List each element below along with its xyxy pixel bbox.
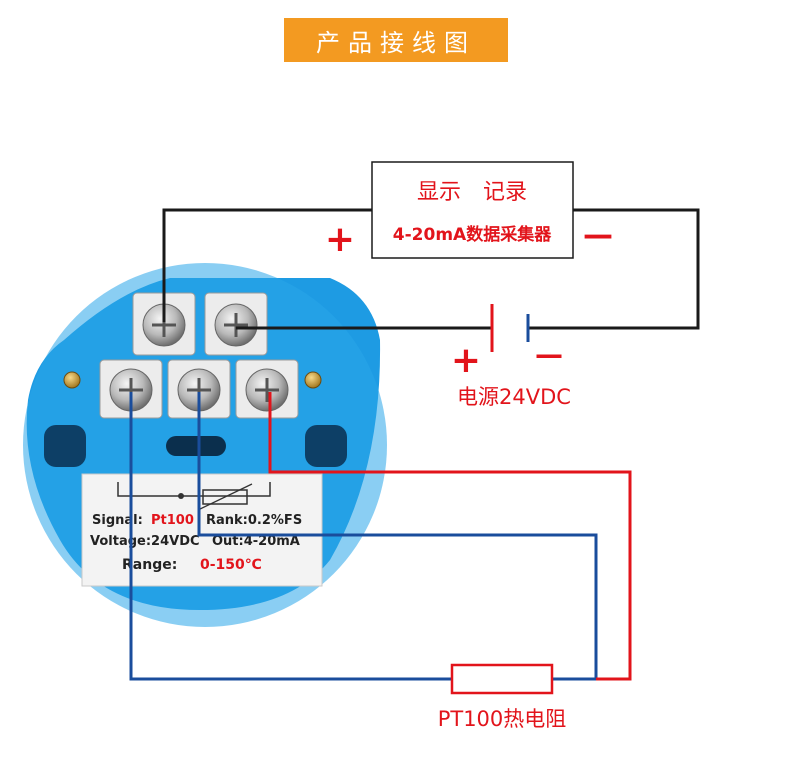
- brass-screw-right: [304, 371, 322, 389]
- mount-hole-right: [305, 425, 347, 467]
- wire-blue-right: [197, 392, 598, 681]
- wires: [129, 208, 700, 681]
- pt100-resistor-symbol: [450, 663, 554, 695]
- wire-blue-left: [129, 392, 452, 681]
- recorder-plus-sign: +: [325, 219, 355, 260]
- sensor-label: PT100热电阻: [438, 707, 567, 731]
- label-range-key: Range:: [122, 557, 177, 573]
- recorder-minus-sign: —: [583, 218, 613, 253]
- spec-label-panel: [81, 473, 323, 587]
- label-rank: Rank:0.2%FS: [206, 513, 302, 528]
- label-out: Out:4-20mA: [212, 534, 300, 549]
- battery-symbol: [490, 304, 530, 352]
- recorder-line2: 4-20mA数据采集器: [393, 224, 552, 245]
- power-plus-sign: +: [451, 340, 481, 381]
- mount-hole-left: [44, 425, 86, 467]
- wire-red: [268, 392, 632, 681]
- label-signal-value: Pt100: [151, 513, 194, 528]
- brass-screw-left: [63, 371, 81, 389]
- wire-black-recorder-plus: [162, 208, 372, 322]
- power-label: 电源24VDC: [457, 385, 571, 409]
- transmitter-module: Signal: Pt100 Rank:0.2%FS Voltage:24VDC …: [23, 263, 387, 627]
- recorder-box: 显示 记录 4-20mA数据采集器: [371, 161, 574, 259]
- label-signal-key: Signal:: [92, 513, 143, 528]
- label-voltage: Voltage:24VDC: [90, 534, 200, 549]
- recorder-line1: 显示 记录: [417, 180, 527, 205]
- wire-black-power-minus: [528, 208, 700, 330]
- title-banner: 产品接线图: [284, 18, 508, 62]
- page-title: 产品接线图: [316, 28, 476, 57]
- terminal-screw-2: [214, 303, 258, 347]
- label-range-value: 0-150℃: [200, 557, 262, 573]
- terminal-screw-5: [245, 368, 289, 412]
- center-slot: [166, 436, 226, 456]
- power-minus-sign: —: [535, 338, 563, 371]
- terminal-screw-4: [177, 368, 221, 412]
